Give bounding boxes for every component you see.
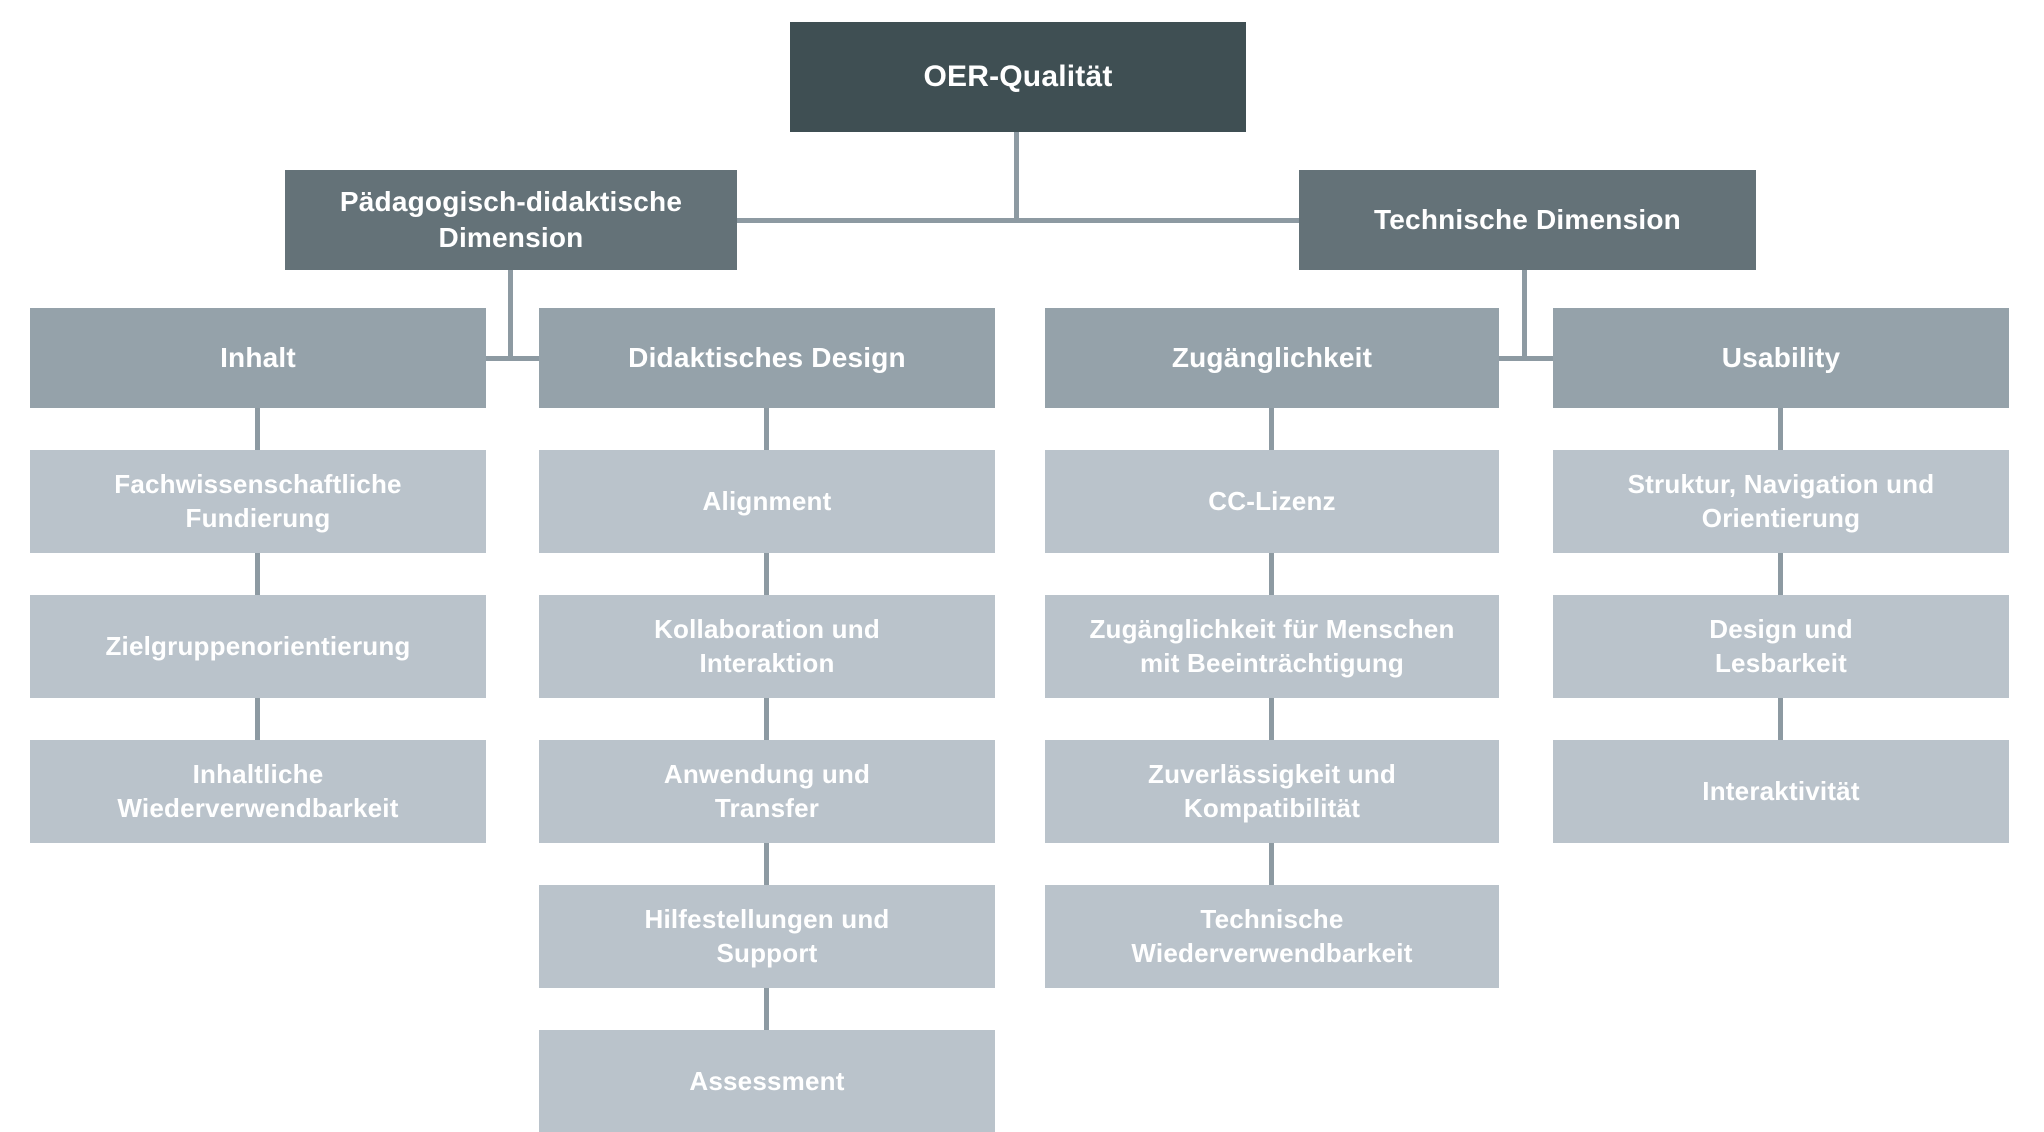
connector-zugaenglichkeit-spine (1269, 843, 1274, 885)
node-anwendung-und-transfer[interactable]: Anwendung und Transfer (539, 740, 995, 843)
node-didaktisches-design[interactable]: Didaktisches Design (539, 308, 995, 408)
node-inhalt[interactable]: Inhalt (30, 308, 486, 408)
node-inhaltliche-wiederverwendbarkeit[interactable]: Inhaltliche Wiederverwendbarkeit (30, 740, 486, 843)
node-fachwissenschaftliche-fundierung[interactable]: Fachwissenschaftliche Fundierung (30, 450, 486, 553)
connector-pedagogical-bus (485, 356, 539, 361)
node-assessment[interactable]: Assessment (539, 1030, 995, 1132)
node-alignment[interactable]: Alignment (539, 450, 995, 553)
connector-technical-bus (1498, 356, 1553, 361)
connector-inhalt-spine (255, 553, 260, 595)
node-zugaenglichkeit[interactable]: Zugänglichkeit (1045, 308, 1499, 408)
node-interaktivitaet[interactable]: Interaktivität (1553, 740, 2009, 843)
connector-didaktisches-design-spine (764, 553, 769, 595)
connector-pedagogical-stem (508, 270, 513, 360)
connector-zugaenglichkeit-spine (1269, 408, 1274, 450)
connector-didaktisches-design-spine (764, 698, 769, 740)
connector-didaktisches-design-spine (764, 988, 769, 1030)
node-technische-wiederverwendbarkeit[interactable]: Technische Wiederverwendbarkeit (1045, 885, 1499, 988)
node-zuverlaessigkeit-und-kompatibilitaet[interactable]: Zuverlässigkeit und Kompatibilität (1045, 740, 1499, 843)
node-usability[interactable]: Usability (1553, 308, 2009, 408)
connector-didaktisches-design-spine (764, 408, 769, 450)
node-zugaenglichkeit-fuer-menschen-mit-beeintraechtigung[interactable]: Zugänglichkeit für Menschen mit Beeinträ… (1045, 595, 1499, 698)
node-kollaboration-und-interaktion[interactable]: Kollaboration und Interaktion (539, 595, 995, 698)
connector-root-stem (1014, 132, 1019, 222)
node-design-und-lesbarkeit[interactable]: Design und Lesbarkeit (1553, 595, 2009, 698)
connector-inhalt-spine (255, 408, 260, 450)
connector-usability-spine (1778, 408, 1783, 450)
node-oer-qualitaet[interactable]: OER-Qualität (790, 22, 1246, 132)
connector-usability-spine (1778, 698, 1783, 740)
connector-technical-stem (1522, 270, 1527, 360)
connector-didaktisches-design-spine (764, 843, 769, 885)
node-cc-lizenz[interactable]: CC-Lizenz (1045, 450, 1499, 553)
connector-usability-spine (1778, 553, 1783, 595)
connector-zugaenglichkeit-spine (1269, 553, 1274, 595)
node-struktur-navigation-und-orientierung[interactable]: Struktur, Navigation und Orientierung (1553, 450, 2009, 553)
connector-zugaenglichkeit-spine (1269, 698, 1274, 740)
node-technische-dimension[interactable]: Technische Dimension (1299, 170, 1756, 270)
connector-root-bus (735, 218, 1301, 223)
node-hilfestellungen-und-support[interactable]: Hilfestellungen und Support (539, 885, 995, 988)
node-zielgruppenorientierung[interactable]: Zielgruppenorientierung (30, 595, 486, 698)
connector-inhalt-spine (255, 698, 260, 740)
node-paedagogisch-didaktische-dimension[interactable]: Pädagogisch-didaktische Dimension (285, 170, 737, 270)
